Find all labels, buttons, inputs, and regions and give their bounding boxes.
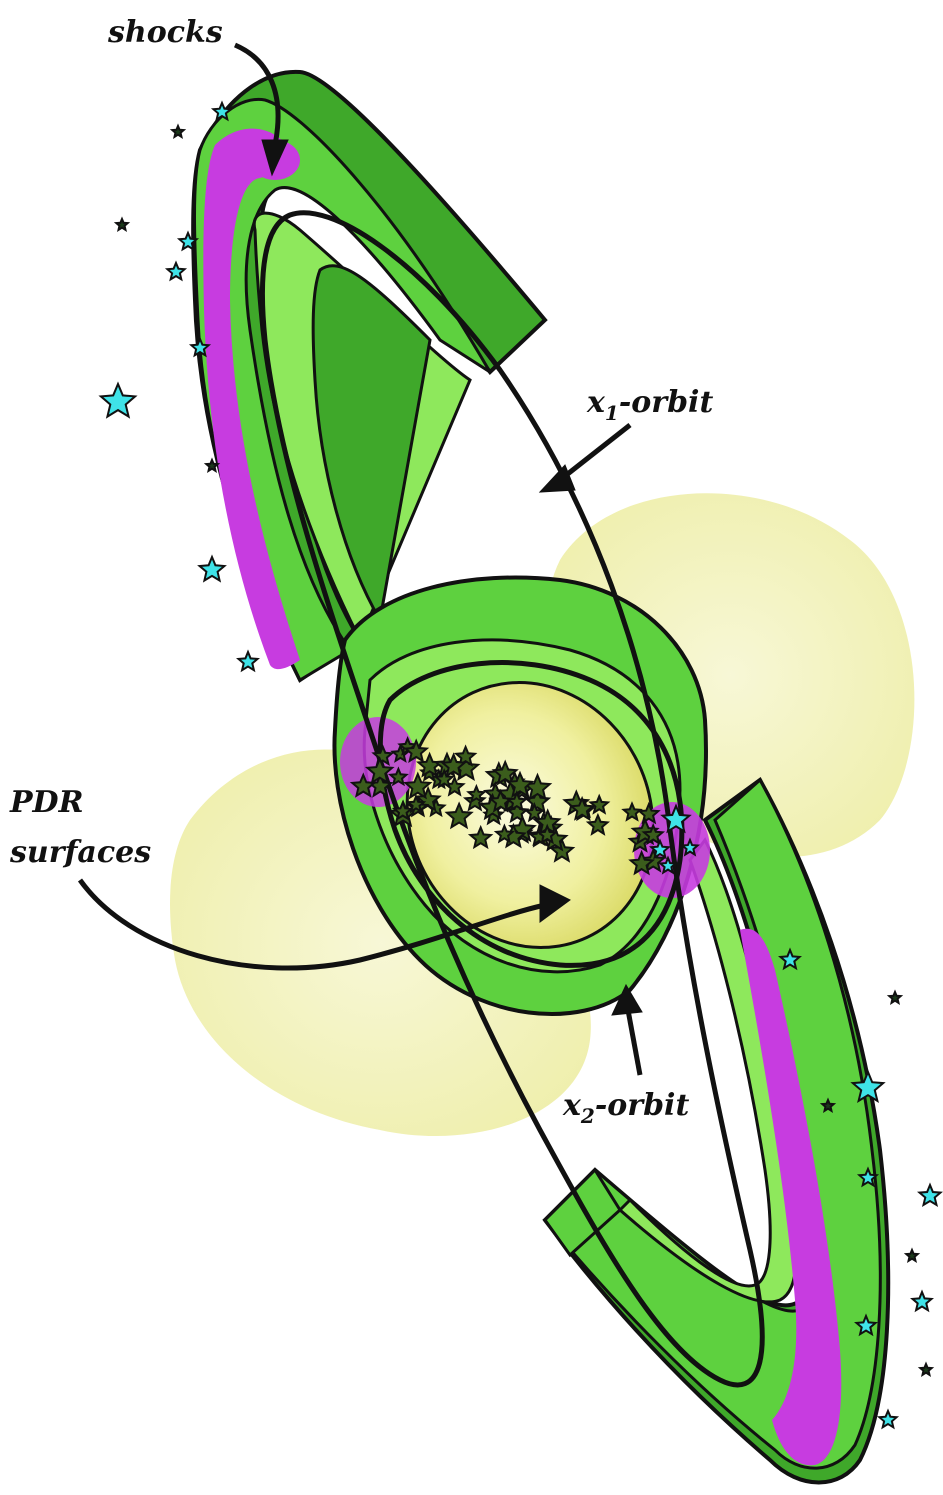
star-icon bbox=[920, 1364, 931, 1375]
star-icon bbox=[239, 652, 258, 670]
star-icon bbox=[879, 1411, 896, 1427]
star-icon bbox=[889, 992, 900, 1003]
star-icon bbox=[167, 263, 184, 279]
x1-orbit-arrow bbox=[560, 425, 630, 480]
star-icon bbox=[172, 126, 183, 137]
star-icon bbox=[101, 384, 135, 417]
pdr-label-line2: surfaces bbox=[9, 835, 151, 870]
shocks-label: shocks bbox=[107, 15, 223, 50]
x2-orbit-label: x2-orbit bbox=[562, 1088, 689, 1128]
pdr-label-line1: PDR bbox=[9, 785, 84, 820]
star-icon bbox=[920, 1185, 941, 1205]
star-icon bbox=[906, 1250, 917, 1261]
star-icon bbox=[913, 1292, 932, 1310]
x1-orbit-label: x1-orbit bbox=[586, 385, 713, 425]
x2-orbit-arrow bbox=[628, 1010, 640, 1075]
star-icon bbox=[200, 557, 225, 581]
star-icon bbox=[116, 219, 127, 230]
